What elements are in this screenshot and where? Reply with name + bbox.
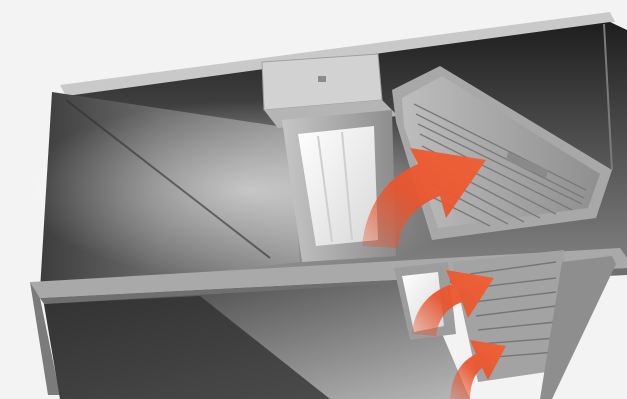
housing-tab xyxy=(318,76,326,82)
